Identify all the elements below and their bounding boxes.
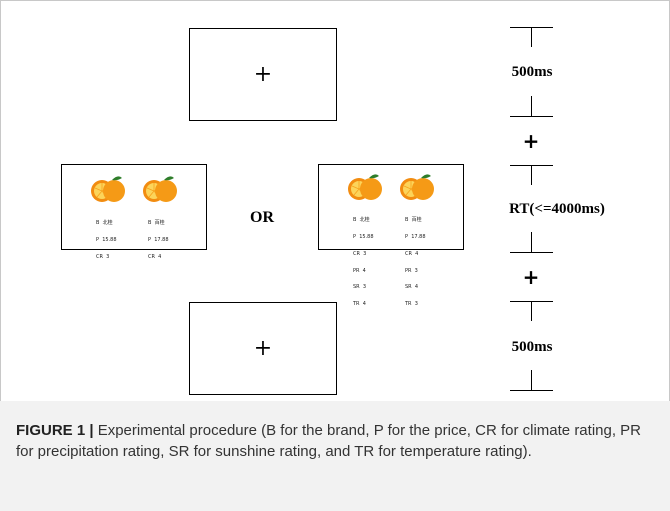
fixation-screen-top: +: [189, 28, 337, 121]
info-line: SR 3: [353, 284, 367, 291]
info-line: P 17.88: [148, 236, 169, 243]
product-info-b: B 百桂 P 17.88 CR 4: [148, 210, 169, 272]
timeline-bar: [531, 301, 532, 321]
duration-label-top: 500ms: [511, 64, 553, 80]
timeline-bar: [531, 370, 532, 390]
timeline-bar: [531, 27, 532, 47]
product-info-b: B 百桂 P 17.88 CR 4 PR 3 SR 4 TR 3: [405, 207, 426, 319]
timeline-tick: [510, 252, 553, 253]
info-line: B 百桂: [405, 217, 422, 224]
timeline-bar: [531, 232, 532, 252]
stimulus-screen-right: B 北桂 P 15.88 CR 3 PR 4 SR 3 TR 4 B 百桂 P …: [318, 164, 464, 307]
or-label: OR: [250, 209, 274, 226]
info-line: CR 3: [353, 250, 367, 257]
info-line: P 15.88: [353, 233, 374, 240]
info-line: CR 4: [148, 253, 162, 260]
info-line: P 17.88: [405, 233, 426, 240]
timeline-plus: +: [522, 265, 540, 289]
info-line: TR 4: [353, 301, 366, 308]
figure-label: FIGURE 1 |: [16, 422, 94, 439]
orange-image: [400, 174, 434, 200]
info-line: CR 4: [405, 250, 419, 257]
product-info-a: B 北桂 P 15.88 CR 3: [96, 210, 117, 272]
timeline-bar: [531, 96, 532, 116]
product-info-a: B 北桂 P 15.88 CR 3 PR 4 SR 3 TR 4: [353, 207, 374, 319]
fixation-cross: +: [253, 61, 273, 87]
orange-image: [143, 176, 177, 202]
info-line: SR 4: [405, 284, 419, 291]
orange-image: [348, 174, 382, 200]
fixation-cross: +: [253, 335, 273, 361]
figure-caption: FIGURE 1 | Experimental procedure (B for…: [16, 420, 656, 462]
info-line: PR 3: [405, 267, 418, 274]
timeline-tick: [510, 116, 553, 117]
fixation-screen-bottom: +: [189, 302, 337, 395]
info-line: TR 3: [405, 301, 418, 308]
timeline-plus: +: [522, 129, 540, 153]
timeline-bar: [531, 165, 532, 185]
stimulus-screen-left: B 北桂 P 15.88 CR 3 B 百桂 P 17.88 CR 4: [61, 164, 207, 259]
info-line: PR 4: [353, 267, 366, 274]
info-line: B 北桂: [353, 217, 370, 224]
caption-text: Experimental procedure (B for the brand,…: [16, 422, 642, 460]
info-line: B 北桂: [96, 220, 113, 227]
duration-label-bottom: 500ms: [511, 339, 553, 355]
info-line: P 15.88: [96, 236, 117, 243]
timeline-tick: [510, 390, 553, 391]
duration-label-mid: RT(<=4000ms): [509, 201, 605, 217]
info-line: B 百桂: [148, 220, 165, 227]
info-line: CR 3: [96, 253, 110, 260]
caption-background: [0, 401, 670, 511]
orange-image: [91, 176, 125, 202]
